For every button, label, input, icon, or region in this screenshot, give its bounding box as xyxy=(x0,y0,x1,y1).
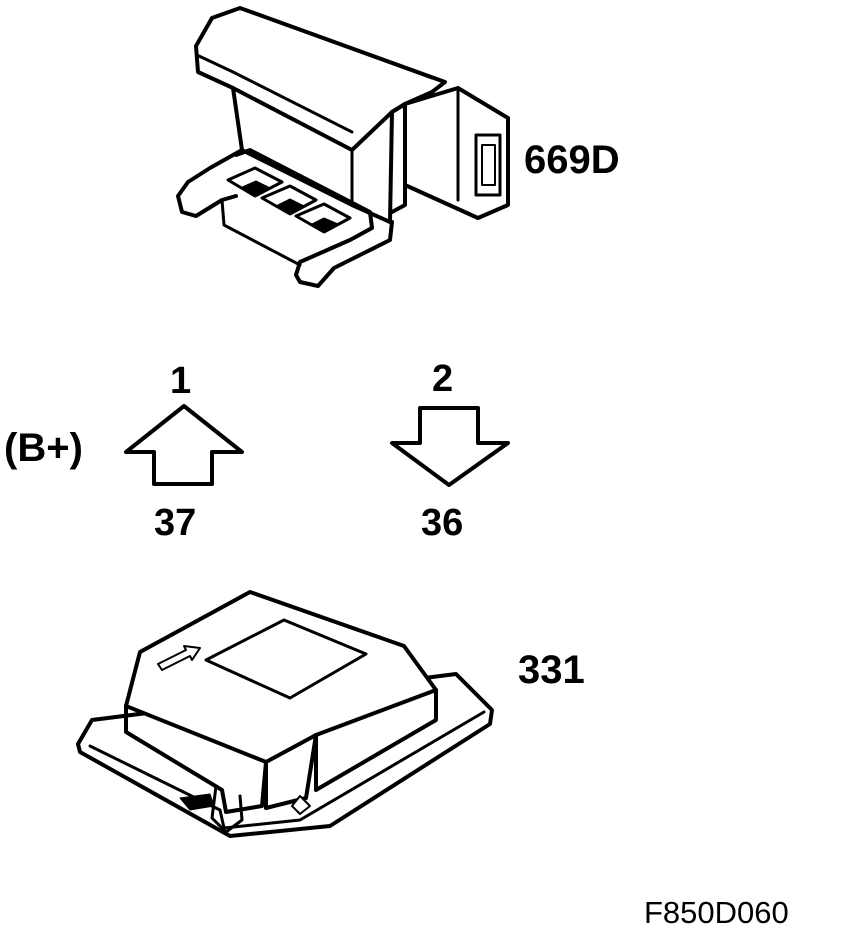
pin-bottom-up: 37 xyxy=(154,502,197,544)
arrow-down-icon xyxy=(390,406,510,487)
module-331-drawing xyxy=(76,590,494,838)
connector-669d-drawing xyxy=(176,6,510,288)
arrow-up-icon xyxy=(124,404,244,486)
pin-bottom-down: 36 xyxy=(421,502,464,544)
module-label: 331 xyxy=(518,648,585,692)
pin-top-down: 2 xyxy=(432,358,454,400)
supply-label: (B+) xyxy=(4,426,83,470)
pin-top-up: 1 xyxy=(170,360,192,402)
connector-label: 669D xyxy=(524,138,620,182)
figure-code: F850D060 xyxy=(644,895,789,930)
